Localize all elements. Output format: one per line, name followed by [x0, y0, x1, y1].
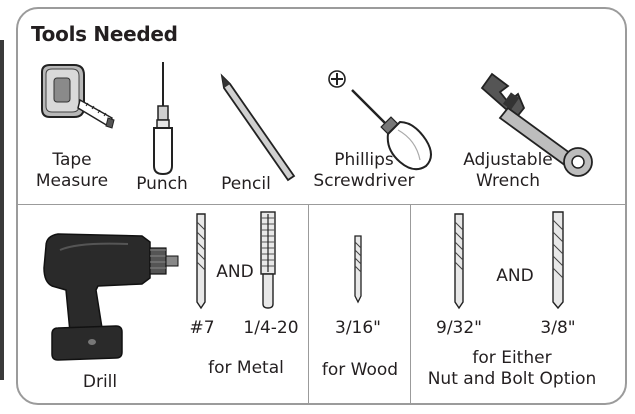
pencil-label: Pencil [221, 174, 271, 194]
adjustable-wrench-label: Adjustable Wrench [463, 150, 553, 191]
tape-measure-icon [41, 64, 115, 129]
drill-bit-9-32-icon [454, 213, 464, 310]
punch-label: Punch [136, 174, 188, 194]
either-caption: for Either Nut and Bolt Option [427, 348, 597, 389]
column-divider-2 [410, 205, 411, 403]
bit-size-9-32: 9/32" [436, 318, 482, 338]
drill-bit-3-8-icon [552, 211, 564, 310]
either-and-label: AND [496, 266, 534, 286]
tap-size-1-4-20: 1/4-20 [243, 318, 299, 338]
tape-measure-label: Tape Measure [35, 150, 109, 191]
bit-size-7: #7 [189, 318, 215, 338]
punch-icon [153, 62, 173, 176]
drill-bit-7-icon [196, 213, 206, 310]
wood-caption: for Wood [321, 360, 399, 380]
column-divider-1 [308, 205, 309, 403]
page-edge-bar [0, 40, 4, 380]
metal-and-label: AND [216, 262, 254, 282]
drill-icon [43, 233, 179, 361]
phillips-screwdriver-label: Phillips Screwdriver [313, 150, 415, 191]
bit-size-3-16: 3/16" [335, 318, 381, 338]
panel-title: Tools Needed [31, 22, 178, 46]
pencil-icon [220, 73, 296, 182]
adjustable-wrench-icon [480, 72, 593, 177]
row-divider [18, 204, 625, 205]
drill-label: Drill [82, 372, 118, 392]
drill-bit-3-16-icon [354, 235, 362, 304]
metal-caption: for Metal [208, 358, 284, 378]
bit-size-3-8: 3/8" [540, 318, 576, 338]
phillips-screwdriver-icon [328, 70, 432, 171]
tap-1-4-20-icon [260, 211, 276, 309]
